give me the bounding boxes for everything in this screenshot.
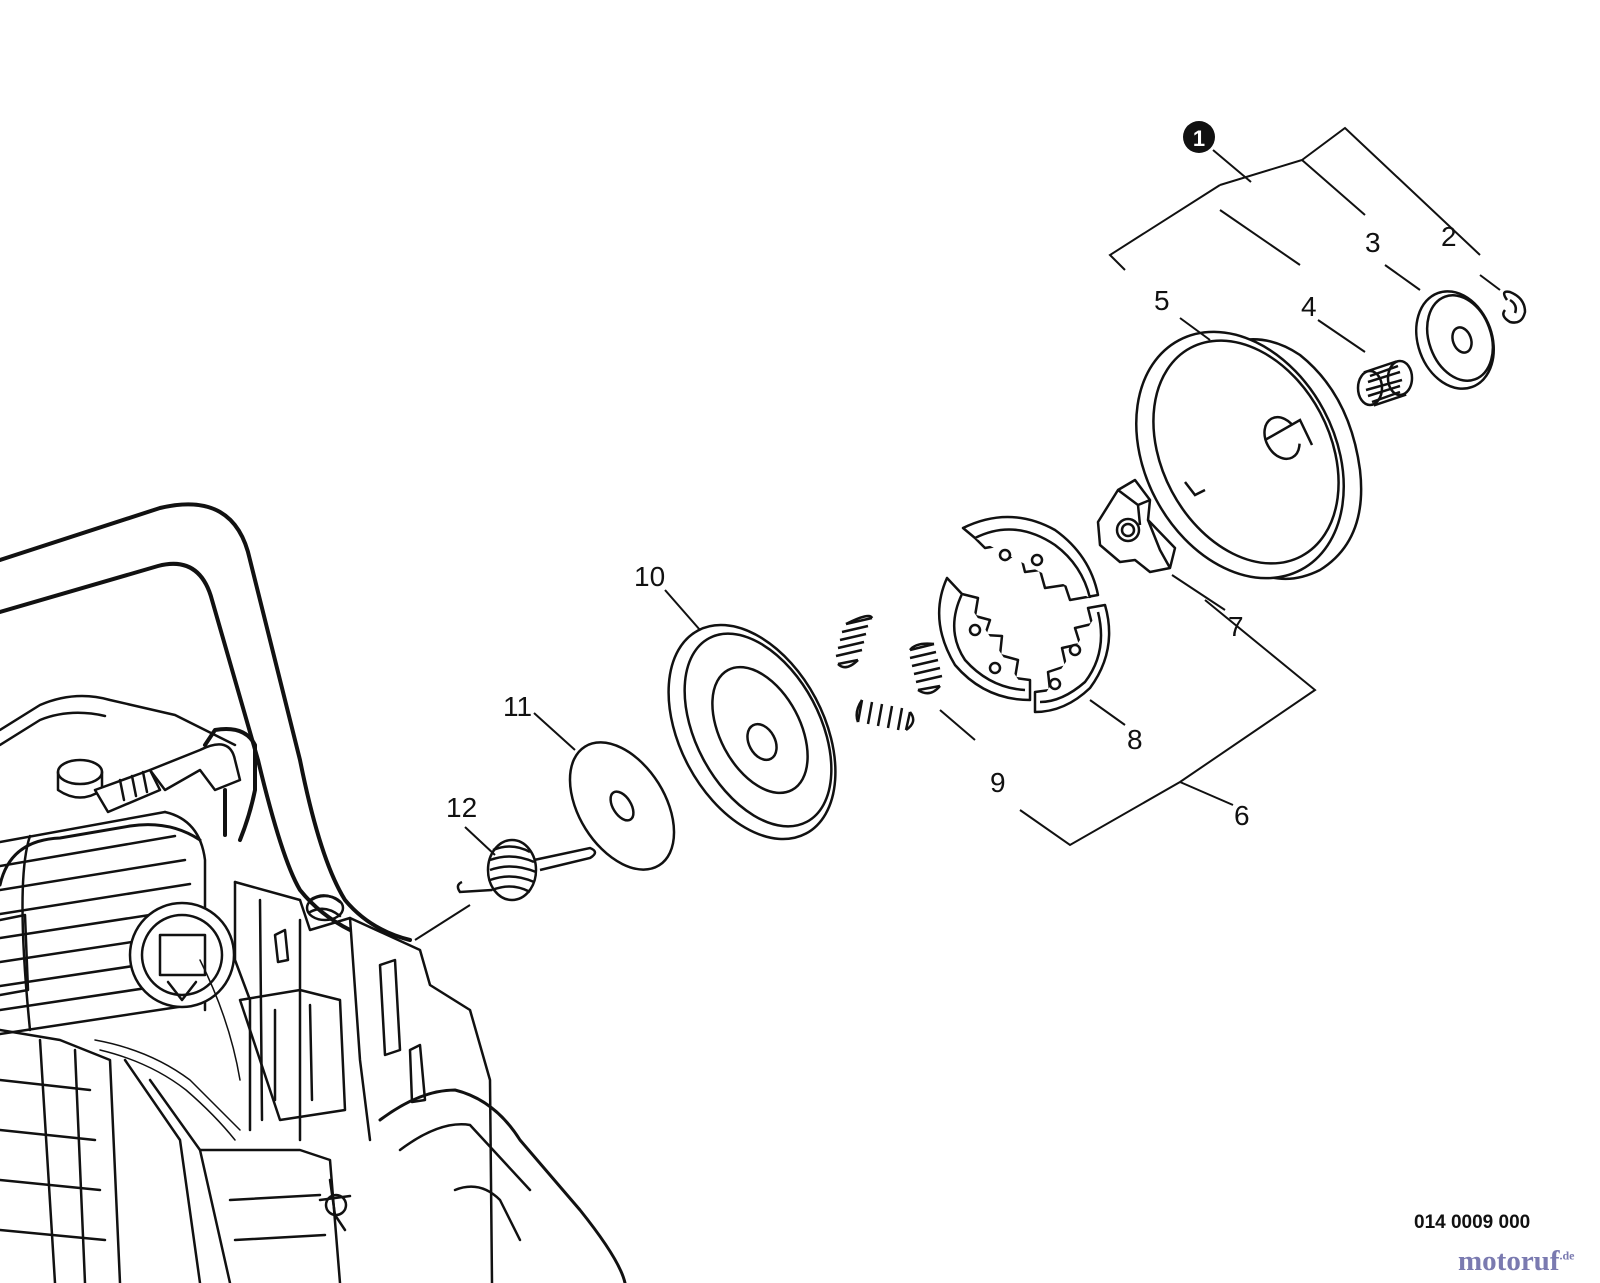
- callouts: 2 3 4 5 6 7 8 9 10 11 12: [446, 221, 1457, 831]
- part-11-washer: [568, 741, 676, 871]
- watermark-logo: motoruf.de: [1458, 1245, 1574, 1278]
- part-3-washer: [1415, 290, 1495, 390]
- watermark-name: motoruf: [1458, 1245, 1560, 1277]
- chainsaw-body: [0, 502, 627, 1283]
- callout-4: 4: [1301, 291, 1317, 322]
- callout-3: 3: [1365, 227, 1381, 258]
- cylinder-fins: [0, 810, 207, 1036]
- callout-5: 5: [1154, 285, 1170, 316]
- watermark-suffix: .de: [1559, 1248, 1575, 1263]
- drawing-number: 014 0009 000: [1414, 1212, 1531, 1233]
- fuel-cap-icon: [128, 901, 236, 1009]
- callout-10: 10: [634, 561, 665, 592]
- part-10-plate: [667, 623, 837, 841]
- callout-11: 11: [503, 691, 532, 722]
- part-2-e-clip: [1502, 290, 1527, 324]
- part-4-needle-bearing: [1356, 359, 1414, 407]
- callout-6: 6: [1234, 800, 1250, 831]
- callout-9: 9: [990, 767, 1006, 798]
- callout-2: 2: [1441, 221, 1457, 252]
- part-9-springs: [835, 614, 943, 732]
- part-12-spring: [456, 838, 597, 902]
- part-8-clutch-shoes: [937, 515, 1111, 714]
- callout-12: 12: [446, 792, 477, 823]
- callout-7: 7: [1228, 611, 1244, 642]
- assembly-number: 1: [1193, 126, 1205, 151]
- part-7-hub: [1096, 478, 1177, 574]
- assembly-badge: 1: [1183, 121, 1215, 153]
- part-5-clutch-drum: [1135, 330, 1363, 581]
- callout-8: 8: [1127, 724, 1143, 755]
- leader-lines: [414, 126, 1501, 941]
